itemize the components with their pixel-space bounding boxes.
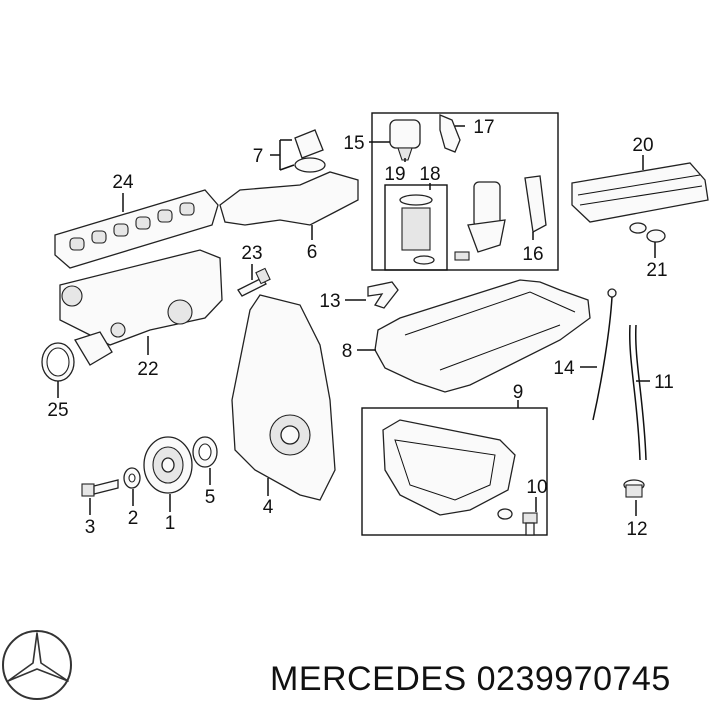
part-19-filter-cap bbox=[389, 119, 421, 161]
leader-7 bbox=[270, 139, 295, 171]
part-13-bracket bbox=[367, 281, 399, 309]
part-9-oil-pan-lower bbox=[382, 419, 516, 516]
callout-4: 4 bbox=[263, 497, 274, 518]
part-16-gasket bbox=[524, 175, 547, 234]
callout-16: 16 bbox=[522, 244, 543, 265]
callout-24: 24 bbox=[112, 172, 134, 193]
part-3-bolt bbox=[81, 479, 119, 497]
callout-18: 18 bbox=[419, 164, 440, 185]
part-1-pulley bbox=[143, 436, 193, 494]
oil-filter-group-box bbox=[371, 112, 559, 271]
callout-19: 19 bbox=[384, 164, 405, 185]
part-17-bracket bbox=[439, 114, 461, 153]
callout-23: 23 bbox=[241, 243, 262, 264]
callout-8: 8 bbox=[342, 341, 353, 362]
part-6-engine-cover bbox=[219, 171, 359, 226]
part-2-washer bbox=[123, 467, 141, 489]
callout-21: 21 bbox=[646, 260, 667, 281]
part-21-seal bbox=[629, 222, 666, 243]
callout-15: 15 bbox=[343, 133, 364, 154]
part-12-plug bbox=[623, 479, 645, 498]
callout-6: 6 bbox=[307, 242, 318, 263]
part-22-manifold bbox=[59, 249, 223, 366]
callout-12: 12 bbox=[626, 519, 647, 540]
callout-9: 9 bbox=[513, 382, 524, 403]
callout-2: 2 bbox=[128, 508, 139, 529]
callout-labels: 24 22 25 23 7 6 4 1 5 2 3 15 19 17 18 16… bbox=[47, 117, 673, 540]
callout-3: 3 bbox=[85, 517, 96, 538]
part-10-drain-plug bbox=[497, 508, 538, 536]
part-23-bolt bbox=[237, 267, 271, 297]
callout-22: 22 bbox=[137, 359, 158, 380]
part-25-seal-ring bbox=[41, 342, 75, 382]
part-11-dipstick-tube bbox=[628, 324, 647, 461]
part-18-filter-element bbox=[399, 194, 435, 265]
callout-1: 1 bbox=[165, 513, 176, 534]
part-14-dipstick bbox=[592, 288, 617, 421]
part-5-seal bbox=[192, 436, 218, 468]
callout-10: 10 bbox=[526, 477, 547, 498]
callout-11: 11 bbox=[654, 372, 674, 393]
callout-5: 5 bbox=[205, 487, 216, 508]
part-24-exhaust-gasket bbox=[54, 189, 219, 269]
part-4-timing-cover bbox=[231, 294, 336, 501]
part-7-cap-seal bbox=[294, 129, 326, 173]
filter-inner-box bbox=[384, 184, 448, 271]
callout-17: 17 bbox=[473, 117, 494, 138]
brand-part-number-title: MERCEDES 0239970745 bbox=[270, 660, 671, 698]
callout-20: 20 bbox=[632, 135, 653, 156]
part-filter-housing bbox=[454, 181, 506, 261]
oil-pan-group-box bbox=[361, 407, 548, 536]
part-8-oil-pan-upper bbox=[374, 279, 591, 393]
mercedes-star-logo-icon bbox=[2, 630, 72, 700]
engine-parts-diagram: 24 22 25 23 7 6 4 1 5 2 3 15 19 17 18 16… bbox=[41, 112, 709, 540]
callout-7: 7 bbox=[253, 146, 264, 167]
callout-13: 13 bbox=[319, 291, 340, 312]
part-20-oil-cooler bbox=[571, 162, 709, 223]
callout-14: 14 bbox=[553, 358, 575, 379]
callout-25: 25 bbox=[47, 400, 68, 421]
leader-lines bbox=[57, 125, 656, 516]
